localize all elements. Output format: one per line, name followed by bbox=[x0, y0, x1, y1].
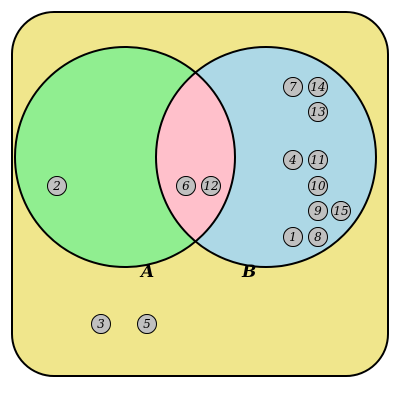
element-marker bbox=[331, 201, 351, 221]
element-label: 8 bbox=[314, 230, 322, 244]
set-a-label: A bbox=[139, 262, 154, 282]
element-14: 14 bbox=[308, 77, 328, 97]
element-1: 1 bbox=[283, 227, 303, 247]
element-13: 13 bbox=[308, 102, 328, 122]
element-label: 10 bbox=[310, 179, 326, 193]
element-8: 8 bbox=[308, 227, 328, 247]
element-3: 3 bbox=[91, 314, 111, 334]
element-2: 2 bbox=[47, 176, 67, 196]
element-9: 9 bbox=[308, 201, 328, 221]
element-12: 12 bbox=[201, 176, 221, 196]
element-label: 14 bbox=[310, 80, 325, 94]
element-marker bbox=[308, 150, 328, 170]
element-marker bbox=[308, 102, 328, 122]
element-label: 3 bbox=[97, 317, 105, 331]
element-label: 13 bbox=[310, 105, 326, 119]
element-7: 7 bbox=[283, 77, 303, 97]
element-marker bbox=[47, 176, 67, 196]
set-a-outline bbox=[14, 46, 236, 268]
element-marker bbox=[283, 227, 303, 247]
element-marker bbox=[308, 176, 328, 196]
element-10: 10 bbox=[308, 176, 328, 196]
element-label: 9 bbox=[314, 204, 322, 218]
element-marker bbox=[308, 201, 328, 221]
element-label: 11 bbox=[310, 153, 325, 167]
element-marker bbox=[91, 314, 111, 334]
element-marker bbox=[308, 77, 328, 97]
element-marker bbox=[283, 77, 303, 97]
element-label: 15 bbox=[333, 204, 348, 218]
element-label: 12 bbox=[203, 179, 218, 193]
element-label: 2 bbox=[52, 179, 61, 193]
set-b-outline bbox=[155, 46, 377, 268]
element-marker bbox=[176, 176, 196, 196]
element-4: 4 bbox=[283, 150, 303, 170]
element-marker bbox=[308, 227, 328, 247]
element-label: 4 bbox=[288, 153, 297, 167]
element-label: 5 bbox=[143, 317, 151, 331]
element-markers: 2 6 12 7 14 13 4 11 10 9 15 1 8 3 5 bbox=[47, 77, 351, 334]
element-label: 7 bbox=[289, 80, 297, 94]
element-marker bbox=[137, 314, 157, 334]
element-11: 11 bbox=[308, 150, 328, 170]
element-marker bbox=[283, 150, 303, 170]
set-b-label: B bbox=[241, 262, 256, 282]
element-label: 6 bbox=[182, 179, 190, 193]
element-6: 6 bbox=[176, 176, 196, 196]
intersection-region bbox=[156, 47, 235, 267]
element-marker bbox=[201, 176, 221, 196]
element-5: 5 bbox=[137, 314, 157, 334]
element-label: 1 bbox=[289, 230, 297, 244]
element-15: 15 bbox=[331, 201, 351, 221]
